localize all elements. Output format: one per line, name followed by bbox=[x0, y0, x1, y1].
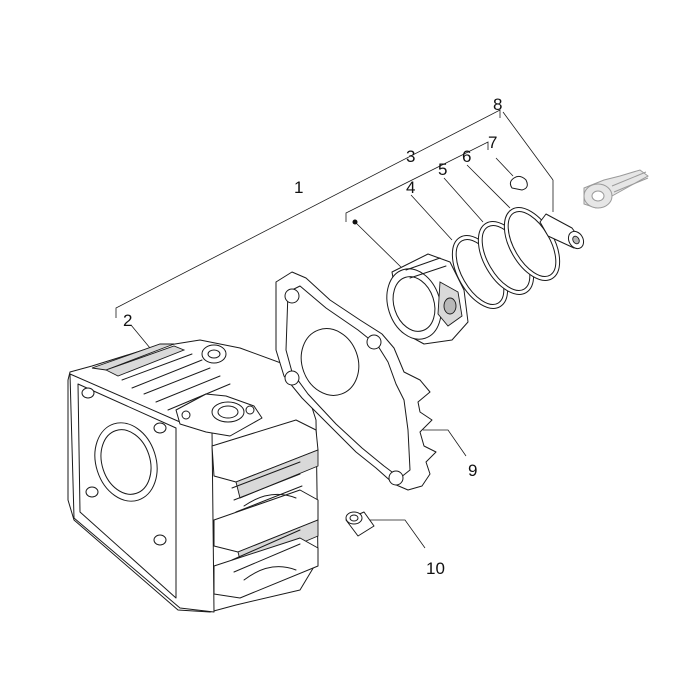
bullet-dot bbox=[352, 219, 358, 225]
callout-1: 1 bbox=[294, 178, 303, 197]
callout-10: 10 bbox=[426, 559, 445, 578]
piston-pin-part bbox=[539, 213, 585, 250]
gasket-part bbox=[275, 271, 437, 491]
circlip-part bbox=[509, 175, 528, 191]
callout-4: 4 bbox=[406, 178, 415, 197]
connecting-rod bbox=[583, 169, 649, 209]
callout-3: 3 bbox=[406, 147, 415, 166]
cylinder-part bbox=[67, 339, 319, 613]
callout-7: 7 bbox=[488, 133, 497, 152]
callout-6: 6 bbox=[462, 147, 471, 166]
leader-lines bbox=[130, 111, 554, 549]
callout-9: 9 bbox=[468, 461, 477, 480]
callout-8: 8 bbox=[493, 95, 502, 114]
piston-part bbox=[386, 253, 469, 345]
group-bracket-1 bbox=[115, 109, 501, 318]
callout-2: 2 bbox=[123, 311, 132, 330]
callout-5: 5 bbox=[438, 160, 447, 179]
dowel-pin-part bbox=[345, 511, 375, 537]
group-bracket-3 bbox=[345, 141, 489, 222]
